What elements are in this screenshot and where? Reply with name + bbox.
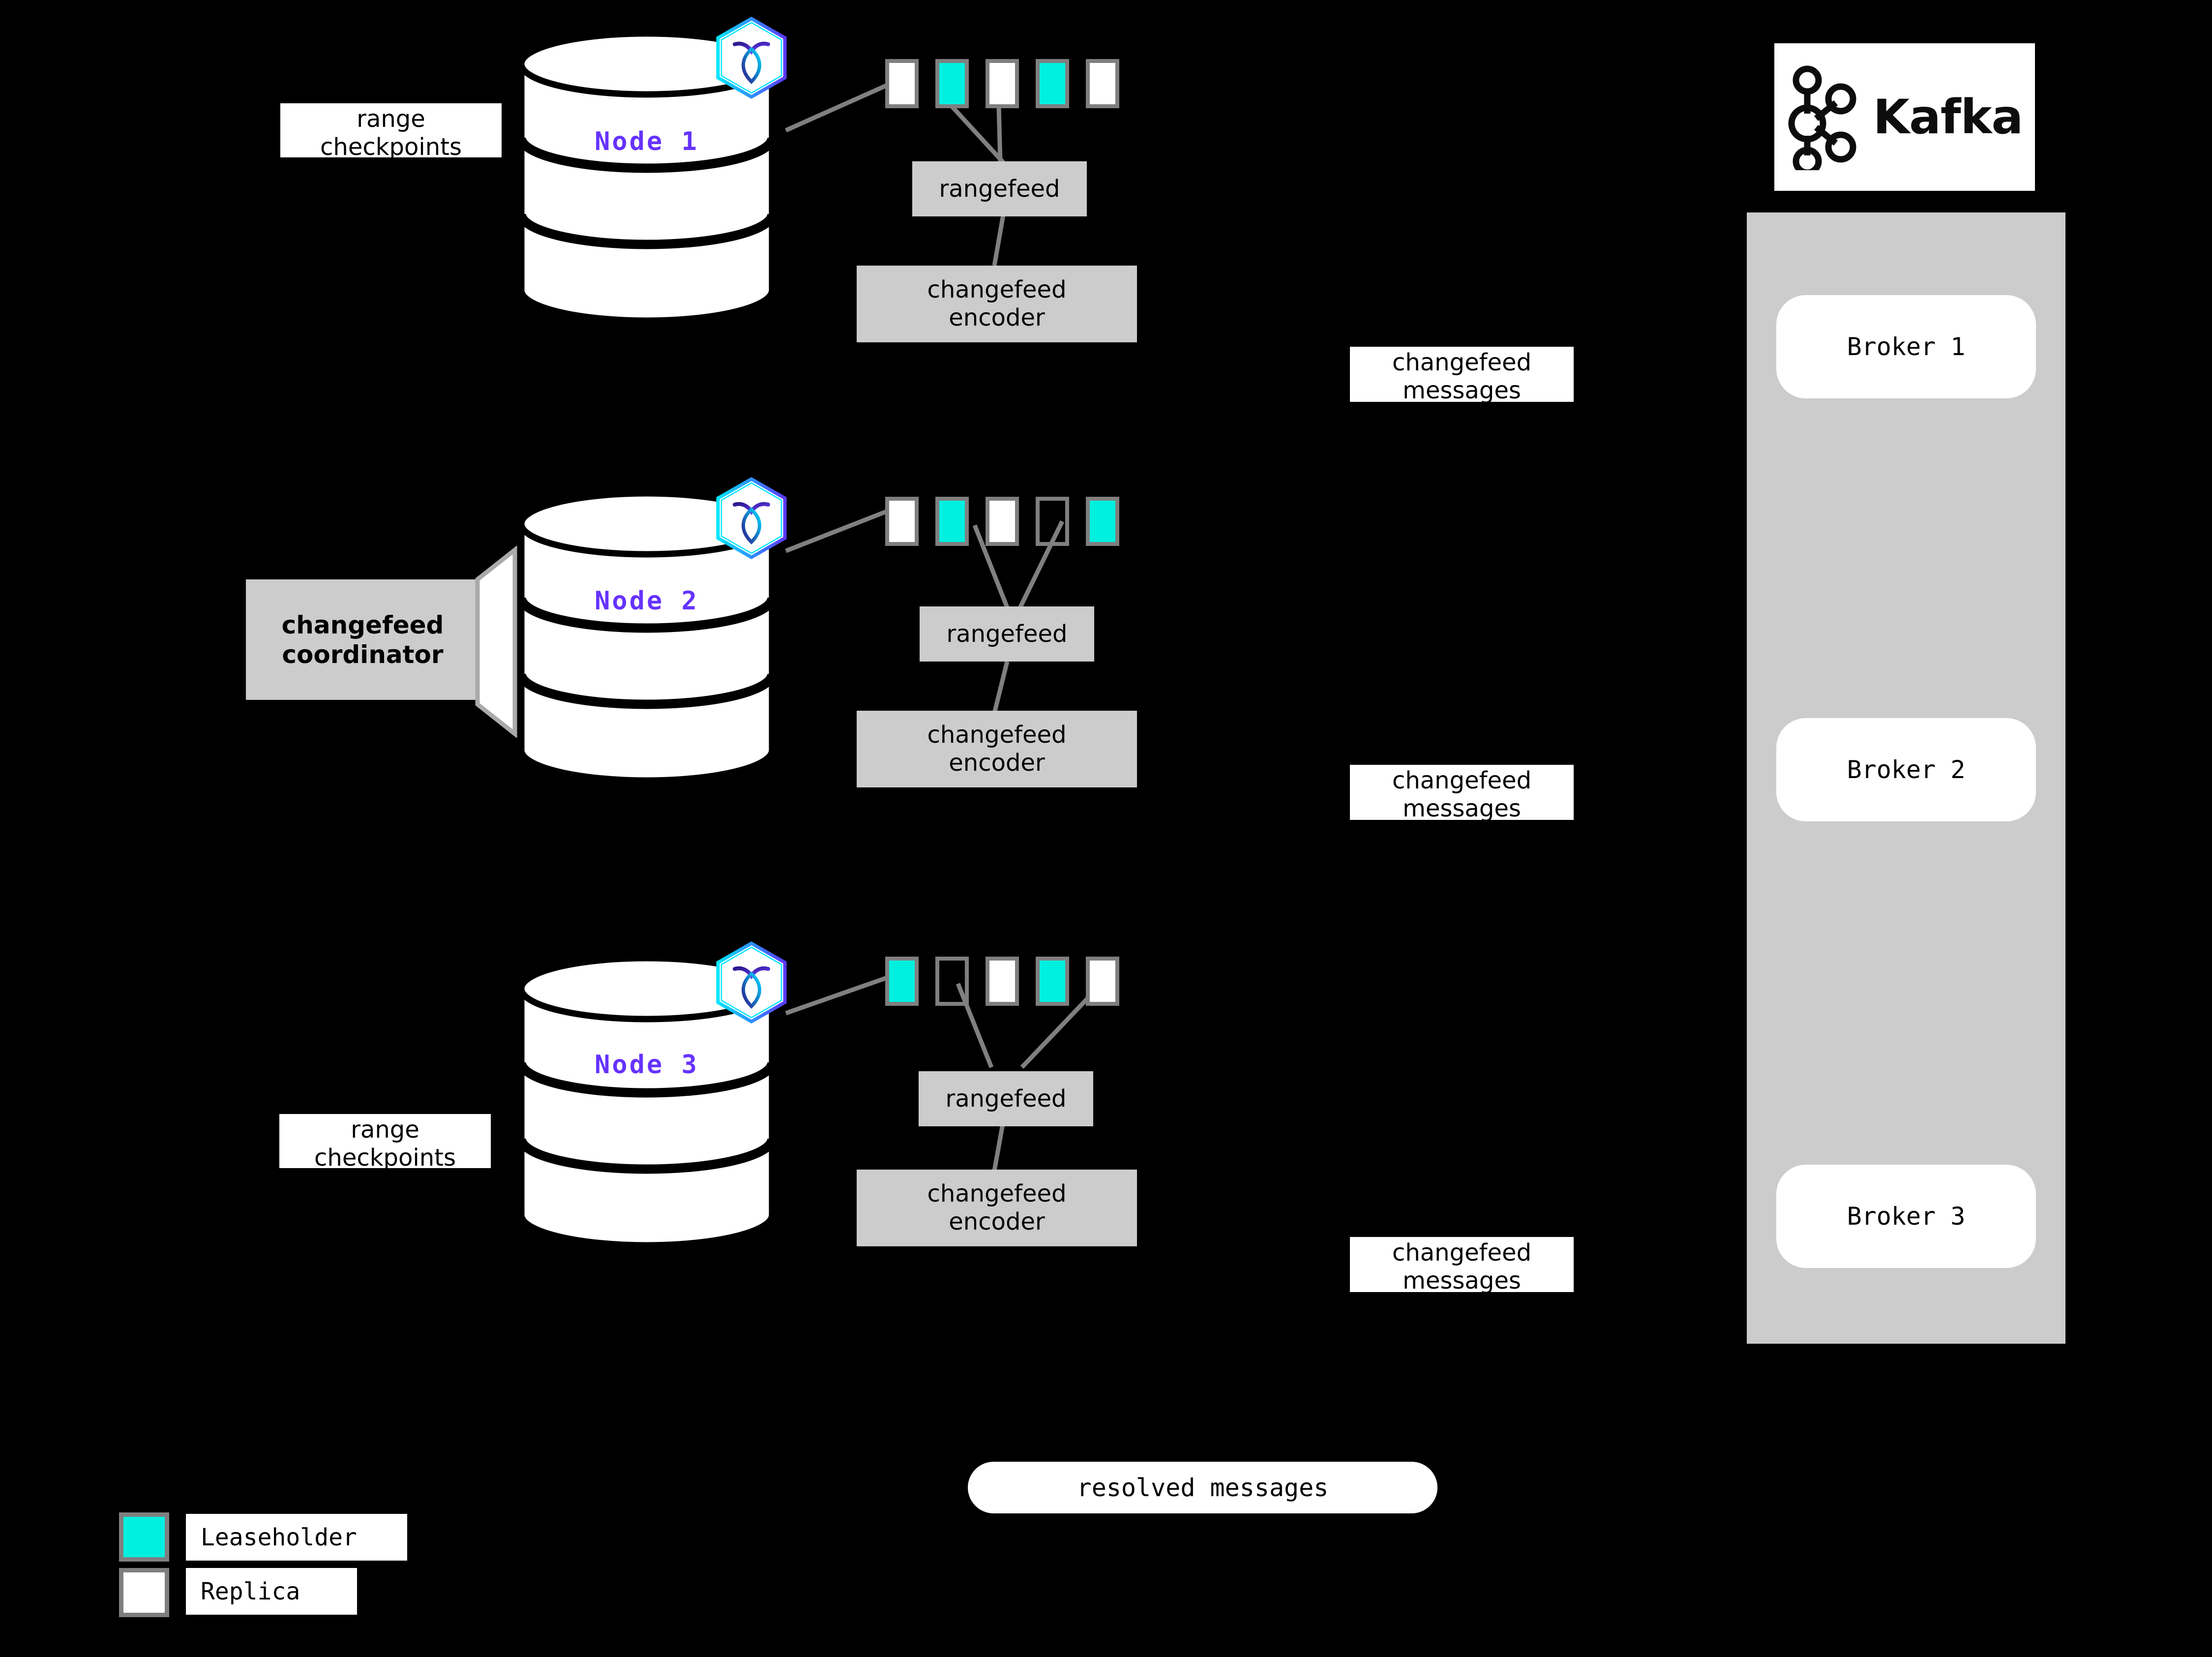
broker-inbound-arrowhead [2065, 332, 2100, 352]
node-cylinder-2 [516, 489, 777, 784]
rangefeed-box-2[interactable]: rangefeed [920, 606, 1094, 662]
cockroachdb-logo-icon-2 [712, 476, 791, 561]
legend-label-replica: Replica [186, 1568, 357, 1615]
kafka-logo-banner: Kafka [1774, 43, 2035, 191]
changefeed-messages-label-3: changefeed messages [1350, 1237, 1574, 1295]
range-box[interactable] [935, 59, 969, 108]
cockroachdb-logo-icon-3 [712, 940, 791, 1025]
changefeed-encoder-box-3[interactable]: changefeed encoder [857, 1170, 1137, 1246]
range-row-2 [885, 497, 1136, 546]
range-box[interactable] [986, 497, 1019, 546]
range-box[interactable] [935, 957, 969, 1006]
broker-card-3[interactable]: Broker 3 [1776, 1165, 2036, 1268]
changefeed-messages-label-2: changefeed messages [1350, 765, 1574, 822]
range-box[interactable] [986, 957, 1019, 1006]
kafka-wordmark: Kafka [1873, 90, 2024, 145]
legend-swatch-replica [119, 1568, 169, 1617]
range-box[interactable] [1036, 957, 1069, 1006]
node-label-1: Node 1 [595, 127, 699, 156]
broker-card-2[interactable]: Broker 2 [1776, 718, 2036, 821]
resolved-messages-pill[interactable]: resolved messages [968, 1462, 1437, 1513]
broker-card-1[interactable]: Broker 1 [1776, 295, 2036, 398]
range-box[interactable] [1086, 59, 1119, 108]
range-box[interactable] [935, 497, 969, 546]
range-box[interactable] [1086, 497, 1119, 546]
changefeed-coordinator-box[interactable]: changefeed coordinator [246, 579, 479, 700]
range-box[interactable] [1036, 497, 1069, 546]
range-row-3 [885, 957, 1136, 1006]
range-checkpoints-label-1: range checkpoints [280, 103, 502, 161]
range-box[interactable] [885, 59, 919, 108]
range-checkpoints-label-3: range checkpoints [279, 1114, 491, 1172]
changefeed-encoder-box-1[interactable]: changefeed encoder [857, 266, 1137, 342]
range-box[interactable] [885, 957, 919, 1006]
kafka-logo-icon [1788, 65, 1856, 170]
changefeed-messages-label-1: changefeed messages [1350, 347, 1574, 404]
node-label-2: Node 2 [595, 586, 699, 616]
cockroachdb-logo-icon-1 [712, 16, 791, 100]
rangefeed-box-1[interactable]: rangefeed [912, 161, 1087, 216]
range-box[interactable] [885, 497, 919, 546]
coordinator-arrow-icon [474, 546, 547, 738]
range-box[interactable] [1086, 957, 1119, 1006]
changefeed-encoder-box-2[interactable]: changefeed encoder [857, 711, 1137, 787]
legend-label-leaseholder: Leaseholder [186, 1514, 407, 1561]
legend-swatch-leaseholder [119, 1512, 169, 1562]
node-cylinder-3 [516, 954, 777, 1249]
range-row-1 [885, 59, 1136, 108]
node-label-3: Node 3 [595, 1050, 699, 1080]
rangefeed-box-3[interactable]: rangefeed [919, 1071, 1093, 1126]
node-cylinder-1 [516, 30, 777, 325]
range-box[interactable] [1036, 59, 1069, 108]
range-box[interactable] [986, 59, 1019, 108]
